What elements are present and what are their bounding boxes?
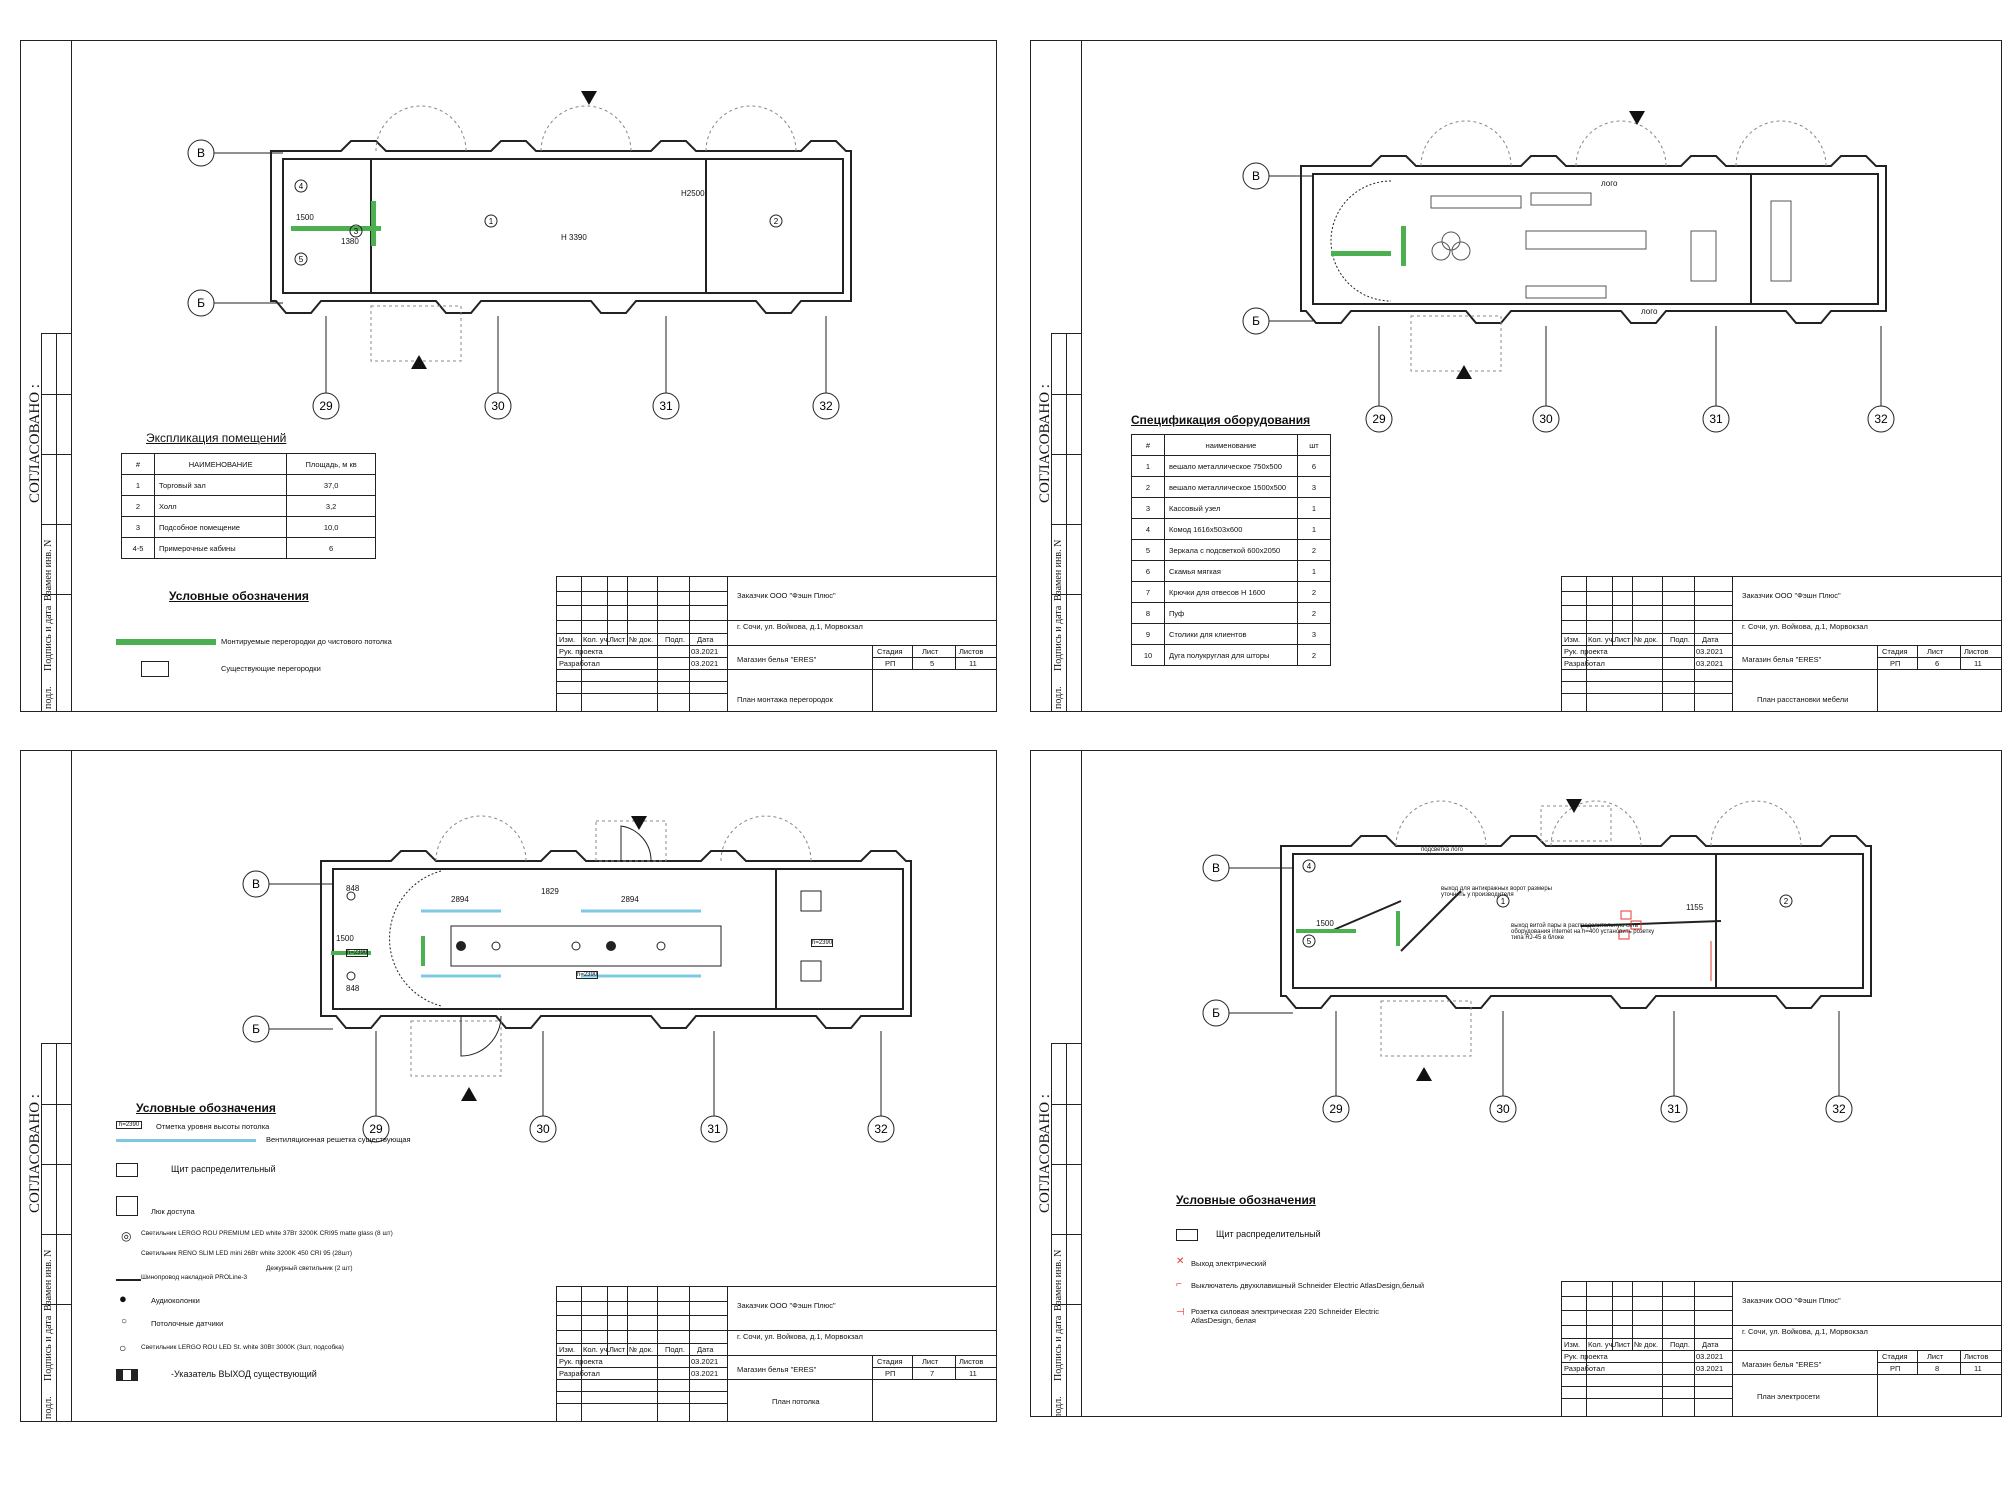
svg-text:5: 5 xyxy=(1307,937,1312,946)
svg-text:29: 29 xyxy=(1372,412,1386,426)
panel-icon xyxy=(116,1163,138,1177)
svg-text:5: 5 xyxy=(299,255,304,264)
floor-plan-partitions: В Б 29 30 31 32 1 2 3 4 5 xyxy=(187,91,852,420)
svg-text:Б: Б xyxy=(252,1022,260,1036)
svg-text:31: 31 xyxy=(707,1122,721,1136)
new-partition-1 xyxy=(291,226,381,231)
dim-1380: 1380 xyxy=(341,237,359,246)
svg-text:4: 4 xyxy=(1307,862,1312,871)
sheet-electric: СОГЛАСОВАНО : Взамен инв. N Подпись и да… xyxy=(1030,750,2002,1417)
hatch-icon xyxy=(116,1196,138,1216)
legend-title: Условные обозначения xyxy=(169,589,309,603)
svg-text:30: 30 xyxy=(1496,1102,1510,1116)
floor-plan-electric: В Б 29 30 31 32 1 2 4 5 xyxy=(1202,799,1872,1123)
title-block: Заказчик ООО "Фэшн Плюс" г. Сочи, ул. Во… xyxy=(1561,576,2001,711)
lamp-icon: ○ xyxy=(119,1341,127,1355)
svg-text:В: В xyxy=(252,877,260,891)
drawing-title: План монтажа перегородок xyxy=(737,695,833,704)
svg-text:31: 31 xyxy=(1709,412,1723,426)
logo-label-bottom: лого xyxy=(1641,307,1658,316)
floor-plan-ceiling: В Б 29 30 31 32 xyxy=(242,815,912,1143)
svg-text:В: В xyxy=(1252,169,1260,183)
svg-text:2: 2 xyxy=(774,217,779,226)
door-height-label: H2500 xyxy=(681,189,705,198)
side-stamp: СОГЛАСОВАНО : Взамен инв. N Подпись и да… xyxy=(1031,41,1082,711)
grid-col-30: 30 xyxy=(491,399,505,413)
entrance-arrow-top xyxy=(581,91,597,105)
grid-row-v: В xyxy=(197,146,205,160)
grid-col-29: 29 xyxy=(319,399,333,413)
grid-col-31: 31 xyxy=(659,399,673,413)
side-stamp: СОГЛАСОВАНО : Взамен инв. N Подпись и да… xyxy=(21,41,72,711)
grid-row-b: Б xyxy=(197,296,205,310)
svg-text:1: 1 xyxy=(489,217,494,226)
svg-text:30: 30 xyxy=(536,1122,550,1136)
svg-text:29: 29 xyxy=(369,1122,383,1136)
legend-existing-swatch xyxy=(141,661,169,677)
svg-text:1: 1 xyxy=(1501,897,1506,906)
outlet-icon: ✕ xyxy=(1176,1256,1185,1267)
spec-title: Спецификация оборудования xyxy=(1131,413,1311,427)
title-block: Заказчик ООО "Фэшн Плюс" г. Сочи, ул. Во… xyxy=(556,576,996,711)
title-block: Заказчик ООО "Фэшн Плюс" г. Сочи, ул. Во… xyxy=(1561,1281,2001,1416)
title-block: Заказчик ООО "Фэшн Плюс" г. Сочи, ул. Во… xyxy=(556,1286,996,1421)
height-label: H 3390 xyxy=(561,233,587,242)
speaker-icon: ● xyxy=(119,1291,127,1306)
floor-plan-furniture: В Б 29 30 31 32 xyxy=(1242,111,1895,433)
entrance-arrow-bottom xyxy=(411,355,427,369)
svg-text:В: В xyxy=(1212,861,1220,875)
sheet-partitions: СОГЛАСОВАНО : Взамен инв. N Подпись и да… xyxy=(20,40,997,712)
svg-text:Б: Б xyxy=(1212,1006,1220,1020)
grid-col-32: 32 xyxy=(819,399,833,413)
socket-icon: ⊣ xyxy=(1176,1307,1185,1318)
exit-sign-icon xyxy=(116,1369,138,1381)
side-stamp: СОГЛАСОВАНО : Взамен инв. N Подпись и да… xyxy=(21,751,72,1421)
rooms-title: Экспликация помещений xyxy=(146,431,287,445)
side-stamp: СОГЛАСОВАНО : Взамен инв. N Подпись и да… xyxy=(1031,751,1082,1416)
legend-title: Условные обозначения xyxy=(136,1101,276,1115)
legend-new-partition: Монтируемые перегородки до чистового пот… xyxy=(221,637,392,646)
legend-title: Условные обозначения xyxy=(1176,1193,1316,1207)
svg-text:32: 32 xyxy=(1874,412,1888,426)
panel-icon xyxy=(1176,1229,1198,1241)
lamp-icon: ◎ xyxy=(121,1229,132,1243)
logo-label-top: лого xyxy=(1601,179,1618,188)
svg-text:30: 30 xyxy=(1539,412,1553,426)
new-partition-2 xyxy=(371,201,376,246)
switch-icon: ⌐ xyxy=(1176,1279,1182,1290)
svg-text:32: 32 xyxy=(1832,1102,1846,1116)
svg-text:31: 31 xyxy=(1667,1102,1681,1116)
svg-text:Б: Б xyxy=(1252,314,1260,328)
sensor-icon: ○ xyxy=(121,1316,128,1327)
legend-new-partition-swatch xyxy=(116,639,216,645)
partition xyxy=(1331,251,1391,256)
svg-text:29: 29 xyxy=(1329,1102,1343,1116)
svg-text:2: 2 xyxy=(1784,897,1789,906)
dim-1500: 1500 xyxy=(296,213,314,222)
sheet-ceiling: СОГЛАСОВАНО : Взамен инв. N Подпись и да… xyxy=(20,750,997,1422)
legend-existing: Существующие перегородки xyxy=(221,664,321,673)
sheet-number: 5 xyxy=(930,659,935,668)
svg-text:32: 32 xyxy=(874,1122,888,1136)
sheet-furniture: СОГЛАСОВАНО : Взамен инв. N Подпись и да… xyxy=(1030,40,2002,712)
svg-text:4: 4 xyxy=(299,182,304,191)
svg-text:3: 3 xyxy=(354,227,359,236)
